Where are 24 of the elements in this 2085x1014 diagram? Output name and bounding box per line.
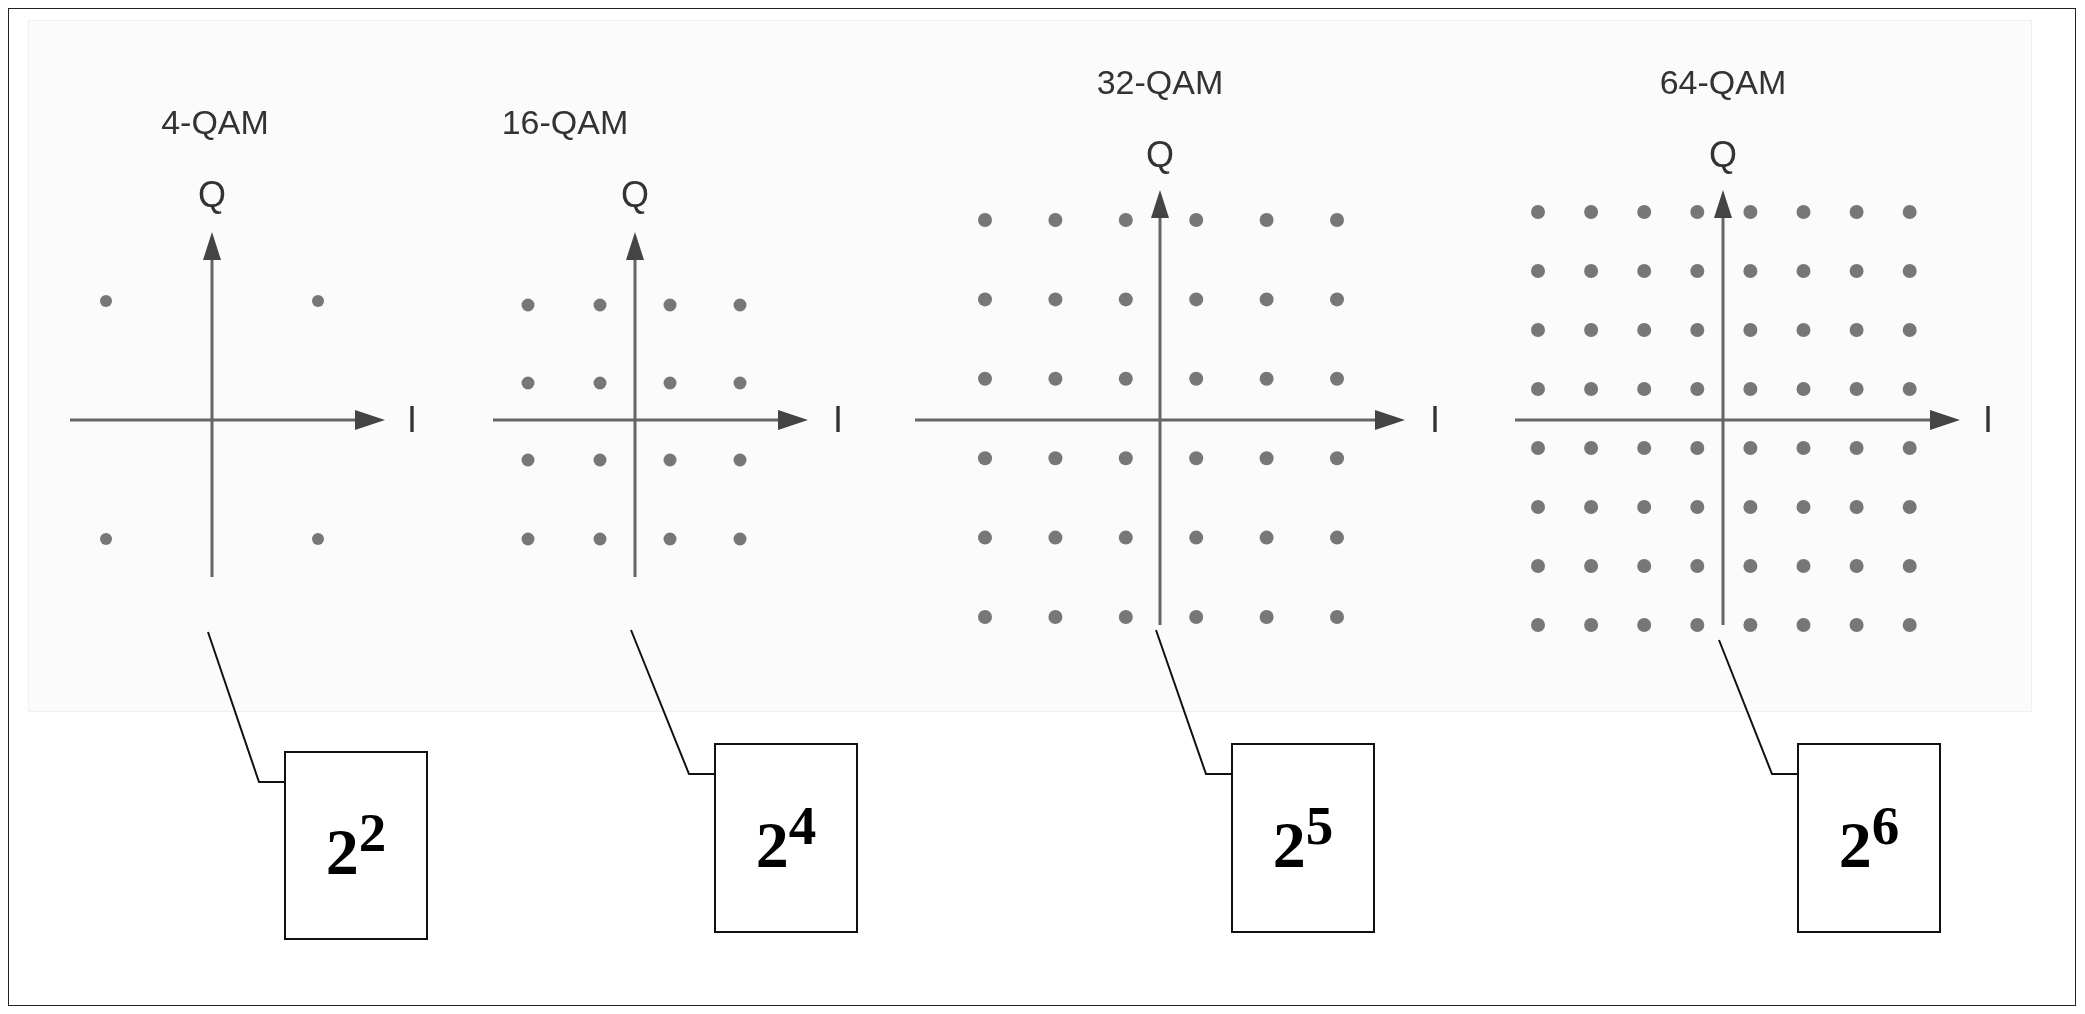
axis-label: Q [198, 174, 226, 216]
axis-label: Q [1146, 134, 1174, 176]
chart-title: 64-QAM [1659, 62, 1787, 102]
chart-title: 16-QAM [501, 102, 629, 142]
leader-line [630, 629, 715, 775]
leader-line [1155, 629, 1232, 775]
power-label: 2$^{6}$ [1838, 793, 1900, 883]
axis-label: I [407, 399, 417, 441]
callout-box [284, 751, 428, 940]
axis-label: Q [1709, 134, 1737, 176]
power-label: 2$^{5}$ [1272, 793, 1334, 883]
axis-label: I [833, 399, 843, 441]
chart-title: 32-QAM [1096, 62, 1224, 102]
chart-title: 4-QAM [161, 102, 269, 142]
callout-box [1797, 743, 1941, 933]
axis-label: I [1430, 399, 1440, 441]
callout-box [714, 743, 858, 933]
leader-line [207, 631, 285, 783]
callout-box [1231, 743, 1375, 933]
power-label: 2$^{4}$ [755, 793, 817, 883]
power-label: 2$^{2}$ [325, 801, 387, 890]
axis-label: Q [621, 174, 649, 216]
axis-label: I [1983, 399, 1993, 441]
leader-line [1718, 639, 1798, 775]
